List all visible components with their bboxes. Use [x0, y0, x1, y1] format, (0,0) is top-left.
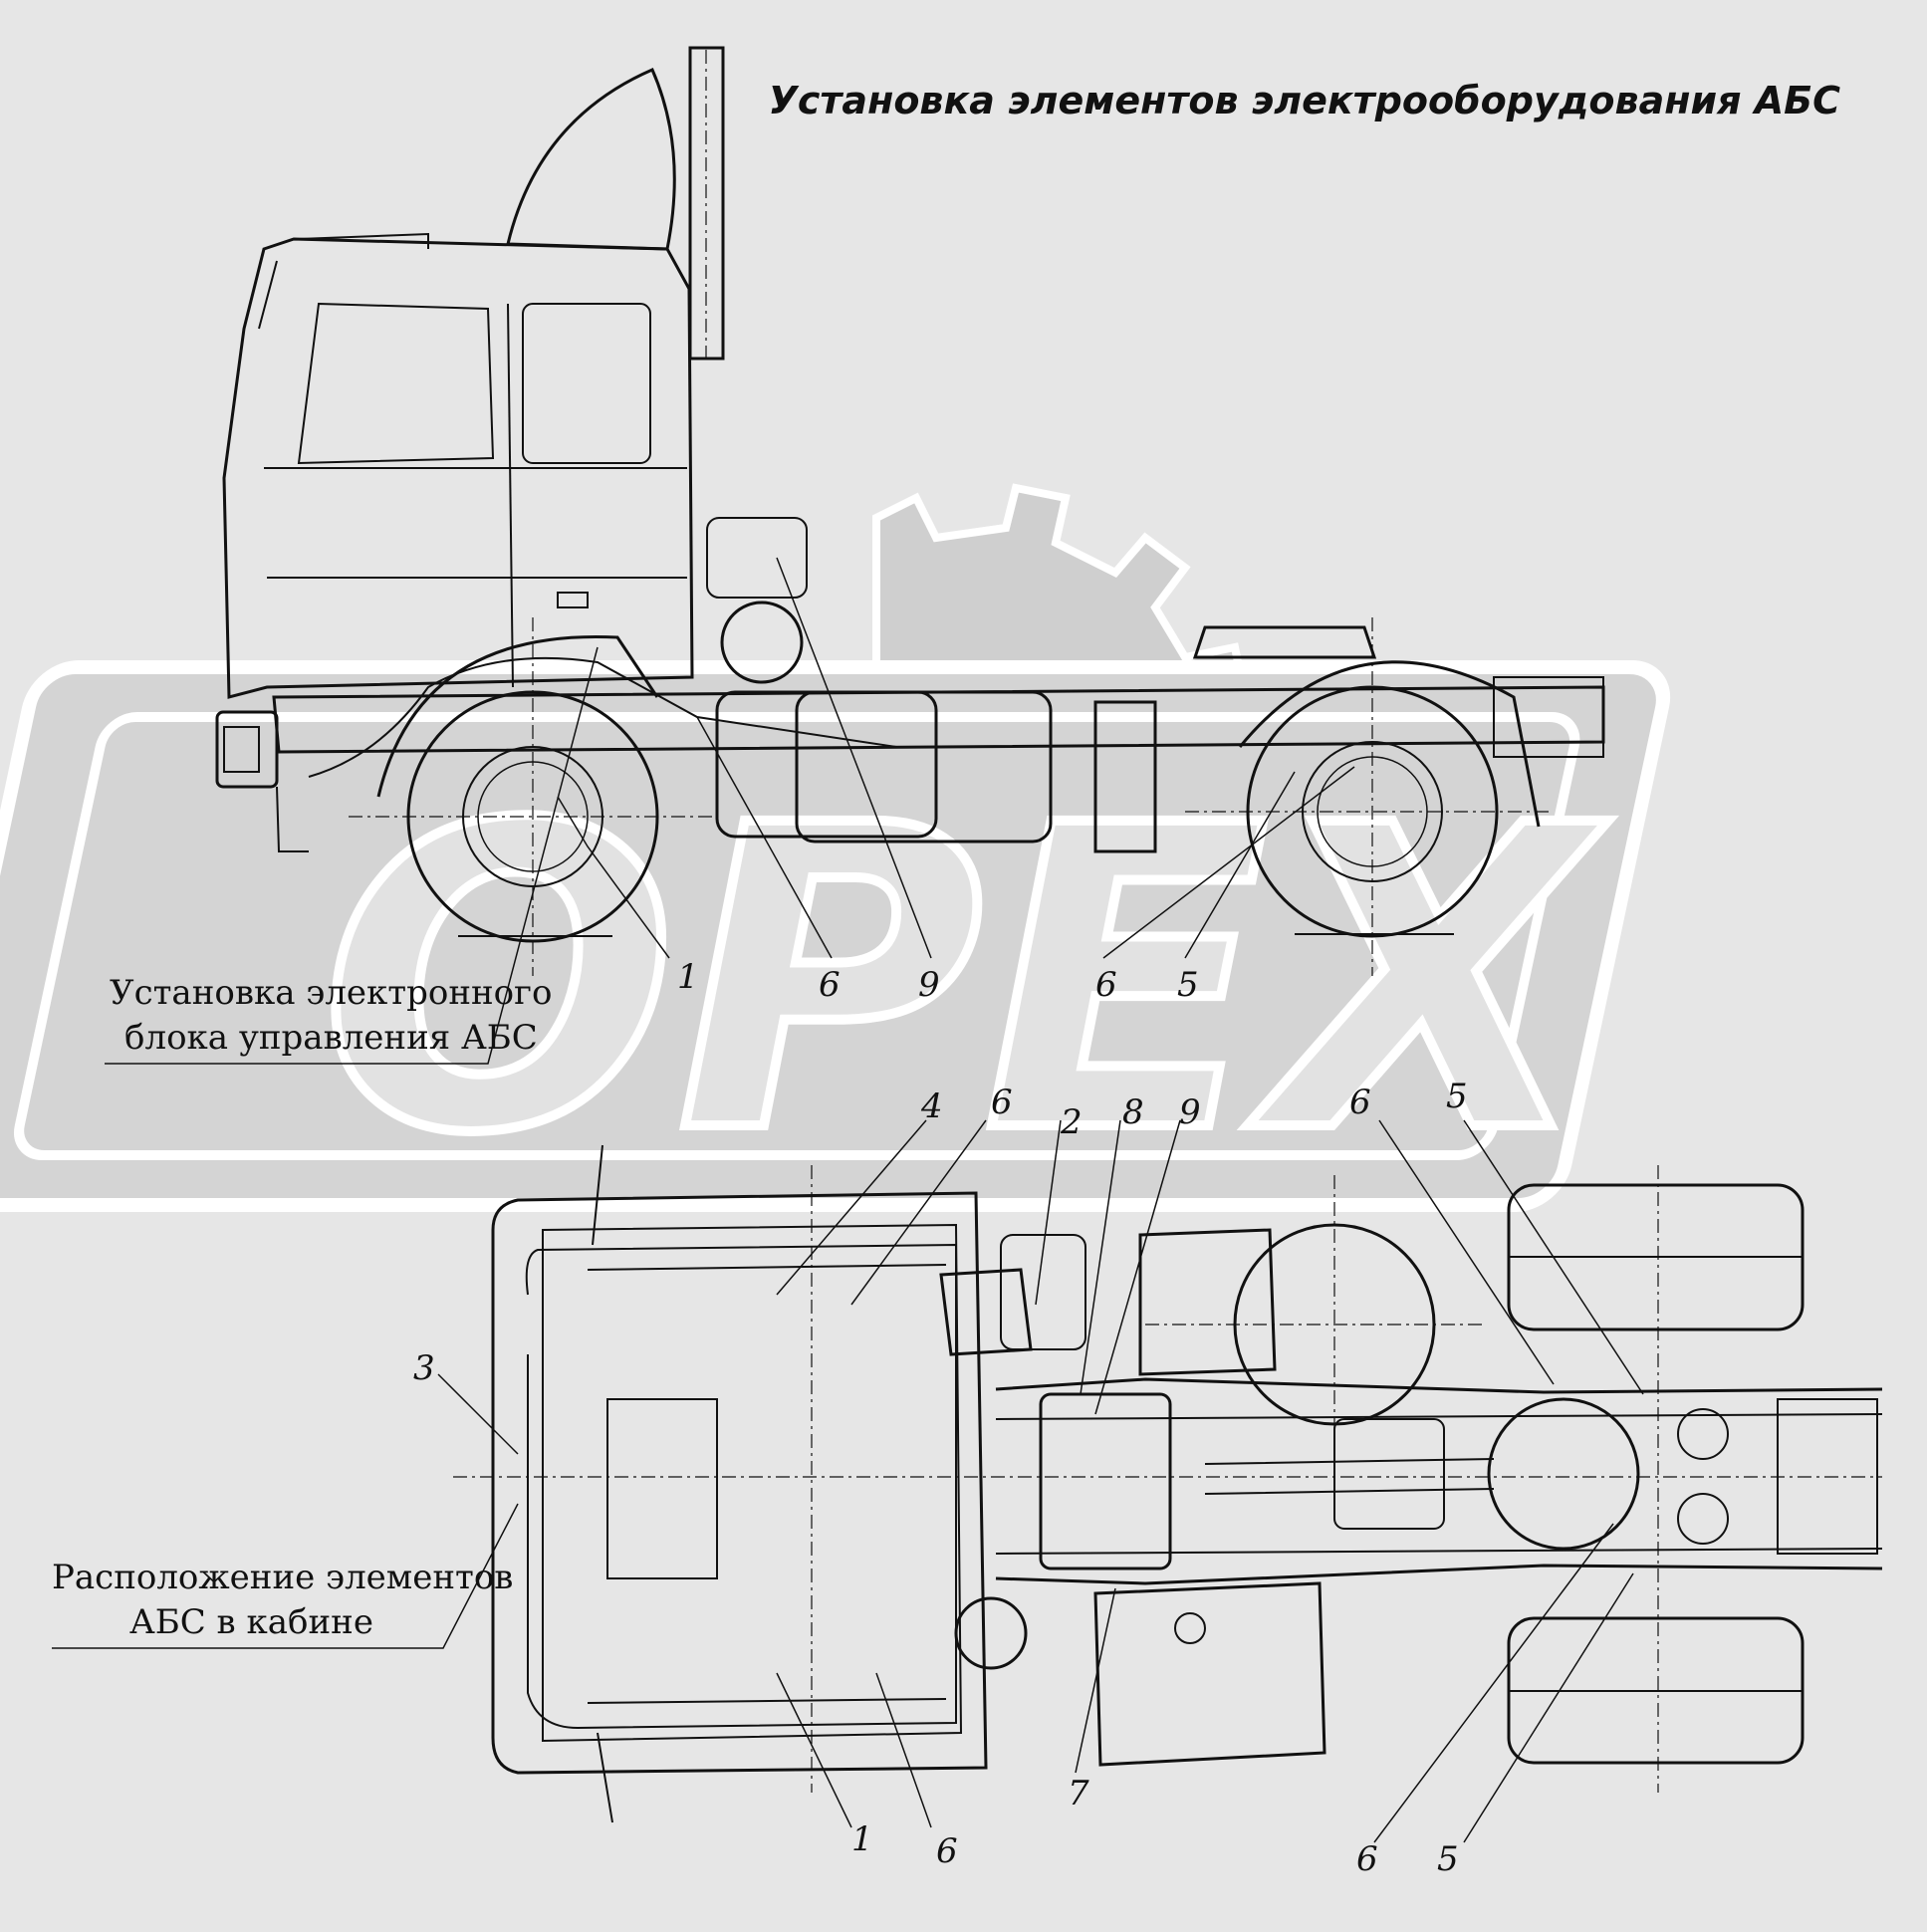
- bottom-leader-6r: [1373, 1523, 1614, 1843]
- top-leader-5r: [1463, 1119, 1644, 1395]
- watermark: OPEX: [0, 483, 1671, 1230]
- rear-wheel: [1185, 617, 1554, 976]
- air-cleaner-plan: [954, 1596, 1028, 1670]
- callout-cabin-line1: Расположение элементов: [52, 1558, 513, 1597]
- bottom-label-7: 7: [1068, 1774, 1089, 1813]
- top-leader-6r: [1378, 1119, 1555, 1385]
- top-leader-3: [437, 1373, 519, 1455]
- bottom-leader-7: [1075, 1587, 1116, 1774]
- top-label-9: 9: [1179, 1092, 1201, 1132]
- mirror-right: [597, 1732, 613, 1823]
- side-leader-5: [1184, 771, 1296, 959]
- side-leader-9: [776, 557, 932, 959]
- front-wheel: [349, 617, 717, 976]
- headlight: [223, 726, 260, 773]
- top-label-6r: 6: [1349, 1083, 1371, 1122]
- fifth-wheel-plan: [1487, 1397, 1640, 1551]
- top-leader-9: [1094, 1119, 1181, 1415]
- frame-rail-top: [995, 1377, 1883, 1394]
- abs-harness-side: [308, 656, 897, 778]
- top-view: 4 6 2 8 9 6 5 3 1 6 7 6 5: [413, 1077, 1883, 1879]
- top-label-6: 6: [991, 1083, 1013, 1122]
- top-leader-6: [850, 1119, 987, 1306]
- bottom-label-5r: 5: [1437, 1839, 1459, 1879]
- battery-box: [1093, 700, 1157, 853]
- fifth-wheel: [1192, 625, 1377, 659]
- top-label-8: 8: [1122, 1092, 1144, 1132]
- top-leader-8: [1080, 1119, 1121, 1395]
- top-leader-2: [1035, 1119, 1062, 1306]
- cab-plan: [491, 1191, 988, 1775]
- fuel-tank-2: [795, 690, 1053, 844]
- bottom-leader-5r: [1463, 1572, 1634, 1843]
- fuel-tank-plan: [1093, 1581, 1326, 1767]
- bottom-leader-6: [875, 1672, 932, 1828]
- mirror-left: [592, 1144, 603, 1246]
- cab-outline: [222, 237, 694, 699]
- side-label-5: 5: [1177, 965, 1199, 1005]
- callout-ecu-line1: Установка электронного: [110, 973, 552, 1013]
- side-label-1: 1: [677, 957, 699, 997]
- side-leader-6b: [1102, 766, 1355, 959]
- side-view: 1 6 9 6 5: [215, 46, 1605, 1005]
- exhaust-pipe: [688, 46, 725, 361]
- callout-ecu-install: Установка электронного блока управления …: [105, 646, 599, 1065]
- wind-deflector: [506, 68, 676, 251]
- callout-ecu-line2: блока управления АБС: [124, 1018, 538, 1058]
- watermark-frame: [0, 660, 1671, 1212]
- bottom-label-6r: 6: [1356, 1839, 1378, 1879]
- bottom-leader-1: [776, 1672, 852, 1828]
- cab-door-window: [522, 303, 651, 464]
- bottom-label-6: 6: [936, 1831, 958, 1871]
- frame-rail-bottom: [995, 1564, 1883, 1585]
- cab-front-window: [297, 302, 495, 465]
- top-label-3: 3: [413, 1348, 435, 1388]
- callout-cabin-line2: АБС в кабине: [129, 1602, 373, 1642]
- top-label-5r: 5: [1446, 1077, 1468, 1116]
- top-label-2: 2: [1060, 1102, 1083, 1142]
- air-cleaner: [720, 601, 804, 684]
- side-label-6b: 6: [1095, 965, 1117, 1005]
- side-label-6a: 6: [819, 965, 841, 1005]
- watermark-frame-inner: [14, 712, 1580, 1160]
- engine-block: [1039, 1392, 1172, 1570]
- drive-shaft: [1204, 1458, 1495, 1495]
- abs-harness-cab: [525, 1243, 957, 1730]
- top-label-4: 4: [920, 1087, 943, 1126]
- diagram-title: Установка элементов электрооборудования …: [769, 79, 1841, 122]
- side-leader-6a: [696, 716, 833, 959]
- ecu-box: [939, 1268, 1033, 1356]
- rear-axle: [1487, 1165, 1878, 1793]
- battery-plan: [1138, 1228, 1277, 1376]
- side-label-9: 9: [918, 965, 940, 1005]
- bottom-label-1: 1: [851, 1819, 873, 1859]
- side-leader-1: [557, 796, 670, 959]
- callout-cabin-layout: Расположение элементов АБС в кабине: [52, 1503, 519, 1649]
- top-leader-4: [776, 1119, 927, 1296]
- front-bumper: [215, 710, 279, 789]
